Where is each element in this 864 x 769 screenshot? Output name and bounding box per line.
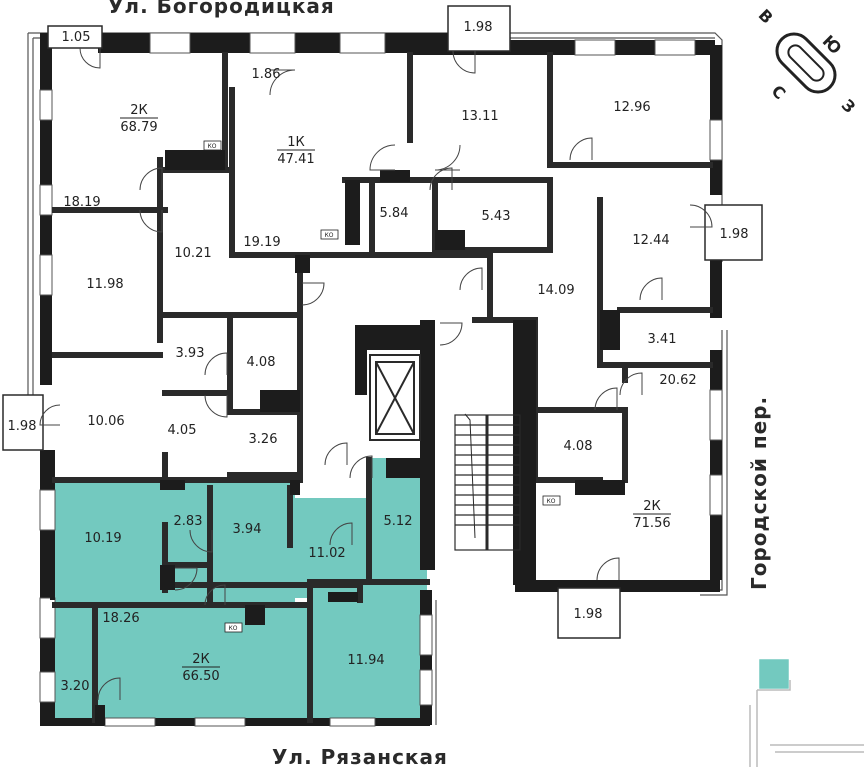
apartment-type: 2К bbox=[643, 499, 661, 514]
room-area: 5.84 bbox=[380, 206, 409, 221]
room-area: 3.94 bbox=[233, 522, 262, 537]
room-area: 4.08 bbox=[247, 355, 276, 370]
room-area: 1.05 bbox=[62, 30, 91, 45]
room-area: 3.26 bbox=[249, 432, 278, 447]
elevator-shaft bbox=[369, 354, 421, 441]
balconies bbox=[2, 5, 763, 639]
room-area: 12.44 bbox=[632, 233, 669, 248]
room-area: 11.98 bbox=[86, 277, 123, 292]
door-swings bbox=[39, 47, 713, 701]
room-area: 20.62 bbox=[659, 373, 696, 388]
room-area: 18.19 bbox=[63, 195, 100, 210]
ko-label: КО bbox=[325, 232, 334, 239]
room-area: 4.05 bbox=[168, 423, 197, 438]
ko-label: КО bbox=[547, 498, 556, 505]
apartment-type: 1К bbox=[287, 135, 305, 150]
room-area: 1.98 bbox=[574, 607, 603, 622]
room-area: 10.19 bbox=[84, 531, 121, 546]
room-area: 14.09 bbox=[537, 283, 574, 298]
room-area: 5.43 bbox=[482, 209, 511, 224]
room-area: 3.20 bbox=[61, 679, 90, 694]
apartment-type: 2К bbox=[130, 103, 148, 118]
ko-markers: КО КО КО КО bbox=[203, 140, 561, 633]
room-area: 10.06 bbox=[87, 414, 124, 429]
compass-west: З bbox=[838, 95, 859, 116]
compass-letters: В Ю С З bbox=[755, 5, 859, 116]
street-name-right: Городской пер. bbox=[747, 395, 771, 590]
ko-label: КО bbox=[229, 625, 238, 632]
interior-walls bbox=[52, 52, 713, 723]
structural-blocks bbox=[50, 150, 625, 725]
key-plan bbox=[749, 659, 864, 767]
room-area: 2.83 bbox=[174, 514, 203, 529]
room-area: 12.96 bbox=[613, 100, 650, 115]
room-area: 1.98 bbox=[8, 419, 37, 434]
windows bbox=[39, 32, 723, 727]
street-name-bottom: Ул. Рязанская bbox=[272, 745, 448, 769]
room-area: 3.41 bbox=[648, 332, 677, 347]
stairwell bbox=[454, 413, 521, 551]
room-area: 1.98 bbox=[720, 227, 749, 242]
room-area: 18.26 bbox=[102, 611, 139, 626]
apartment-area: 66.50 bbox=[182, 669, 219, 684]
room-area: 5.12 bbox=[384, 514, 413, 529]
apartment-area: 47.41 bbox=[277, 152, 314, 167]
apartment-area: 68.79 bbox=[120, 120, 157, 135]
room-area: 1.86 bbox=[252, 67, 281, 82]
room-area: 13.11 bbox=[461, 109, 498, 124]
apartment-area: 71.56 bbox=[633, 516, 670, 531]
room-area: 4.08 bbox=[564, 439, 593, 454]
compass bbox=[775, 32, 837, 94]
room-labels: 1.05 1.98 1.86 13.11 12.96 18.19 19.19 5… bbox=[8, 20, 749, 694]
ko-label: КО bbox=[208, 143, 217, 150]
room-area: 19.19 bbox=[243, 235, 280, 250]
room-area: 3.93 bbox=[176, 346, 205, 361]
room-area: 10.21 bbox=[174, 246, 211, 261]
street-name-top: Ул. Богородицкая bbox=[108, 0, 335, 18]
room-area: 1.98 bbox=[464, 20, 493, 35]
room-area: 11.94 bbox=[347, 653, 384, 668]
apartment-labels: 2К 68.79 1К 47.41 2К 71.56 2К 66.50 bbox=[120, 103, 671, 684]
compass-east: В bbox=[755, 5, 777, 27]
compass-north: С bbox=[768, 81, 790, 103]
apartment-type: 2К bbox=[192, 652, 210, 667]
room-area: 11.02 bbox=[308, 546, 345, 561]
